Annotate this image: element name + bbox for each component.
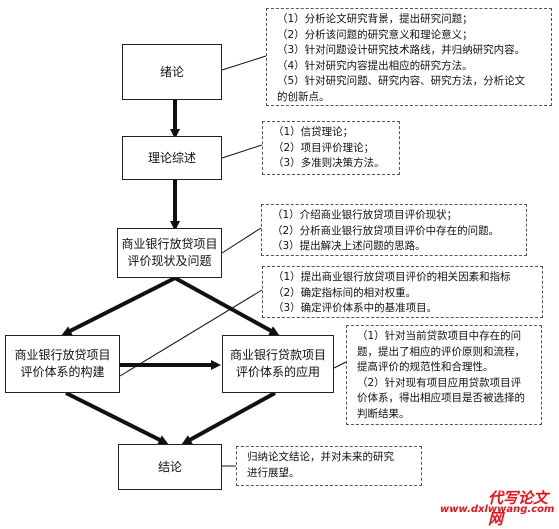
- node-construct-label-line1: 商业银行放贷项目: [14, 348, 111, 362]
- node-intro: 绪论: [122, 44, 222, 100]
- connector-construct-note: [119, 289, 263, 377]
- node-apply-label-line1: 商业银行贷款项目: [229, 348, 326, 362]
- note-intro-line: （2）分析该问题的研究意义和理论意义；: [277, 28, 473, 41]
- note-theory-line: （1）信贷理论；: [273, 126, 354, 138]
- note-intro-line: （1）分析论文研究背景，提出研究问题；: [277, 13, 473, 25]
- node-apply: 商业银行贷款项目 评价体系的应用: [222, 335, 334, 393]
- node-status-label-line2: 评价现状及问题: [127, 254, 212, 268]
- note-status-line: （1）介绍商业银行放贷项目评价现状；: [272, 209, 458, 221]
- note-intro: （1）分析论文研究背景，提出研究问题； （2）分析该问题的研究意义和理论意义； …: [266, 8, 552, 106]
- node-theory: 理论综述: [122, 136, 222, 180]
- arrow-status-to-apply: [174, 276, 280, 336]
- note-apply-line: 题，提出了相应的评价原则和流程，: [357, 345, 525, 358]
- note-status-line: （3）提出解决上述问题的思路。: [272, 240, 426, 252]
- connector-status-note: [221, 227, 262, 254]
- note-conclusion-line: 进行展望。: [247, 466, 300, 479]
- note-theory: （1）信贷理论； （2）项目评价理论； （3）多准则决策方法。: [262, 121, 400, 175]
- node-status: 商业银行放贷项目 评价现状及问题: [117, 228, 222, 278]
- node-intro-label: 绪论: [159, 64, 184, 79]
- note-apply-line: （1）针对当前贷款项目中存在的问: [357, 330, 522, 342]
- arrow-apply-to-conclusion: [181, 391, 276, 445]
- note-conclusion: 归纳论文结论，并对未来的研究 进行展望。: [236, 446, 422, 486]
- note-status-line: （2）分析商业银行放贷项目评价中存在的问题。: [272, 224, 500, 237]
- note-apply: （1）针对当前贷款项目中存在的问 题，提出了相应的评价原则和流程， 提高评价的规…: [346, 325, 542, 425]
- note-intro-line: （3）针对问题设计研究技术路线，并归纳研究内容。: [277, 44, 526, 56]
- note-intro-line: 的创新点。: [277, 90, 330, 103]
- connector-theory-note: [221, 144, 263, 159]
- note-apply-line: 价体系，得出相应项目是否被选择的: [357, 392, 525, 404]
- node-apply-label-line2: 评价体系的应用: [235, 365, 320, 379]
- note-apply-line: 提高评价的规范性和合理性。: [357, 361, 494, 373]
- note-construct-line: （2）确定指标间的相对权重。: [273, 286, 417, 299]
- connector-apply-note: [333, 361, 347, 369]
- node-status-label-line1: 商业银行放贷项目: [121, 237, 218, 251]
- arrow-construct-to-conclusion: [65, 391, 169, 445]
- note-construct: （1）提出商业银行放贷项目评价的相关因素和指标 （2）确定指标间的相对权重。 （…: [262, 266, 543, 318]
- node-construct-label-line2: 评价体系的构建: [20, 365, 105, 379]
- note-conclusion-line: 归纳论文结论，并对未来的研究: [247, 451, 394, 463]
- note-theory-line: （3）多准则决策方法。: [273, 157, 385, 169]
- arrow-status-to-construct: [61, 276, 176, 336]
- note-apply-line: （2）针对现有项目应用贷款项目评: [357, 376, 522, 389]
- note-intro-line: （4）针对研究内容提出相应的研究方法。: [277, 59, 473, 72]
- node-conclusion: 结论: [118, 444, 222, 490]
- flowchart-connectors: [61, 55, 347, 467]
- watermark-url: www.dxlwwang.com: [440, 504, 555, 515]
- note-construct-line: （3）确定评价体系中的基准项目。: [273, 302, 438, 314]
- node-theory-label: 理论综述: [147, 150, 196, 165]
- node-construct: 商业银行放贷项目 评价体系的构建: [5, 335, 120, 393]
- note-status: （1）介绍商业银行放贷项目评价现状； （2）分析商业银行放贷项目评价中存在的问题…: [261, 204, 527, 256]
- note-construct-line: （1）提出商业银行放贷项目评价的相关因素和指标: [273, 271, 511, 283]
- note-intro-line: （5）针对研究问题、研究内容、研究方法，分析论文: [277, 75, 526, 87]
- connector-intro-note: [221, 55, 267, 71]
- note-apply-line: 判断结果。: [357, 407, 410, 420]
- note-theory-line: （2）项目评价理论；: [273, 141, 375, 154]
- node-conclusion-label: 结论: [157, 459, 182, 474]
